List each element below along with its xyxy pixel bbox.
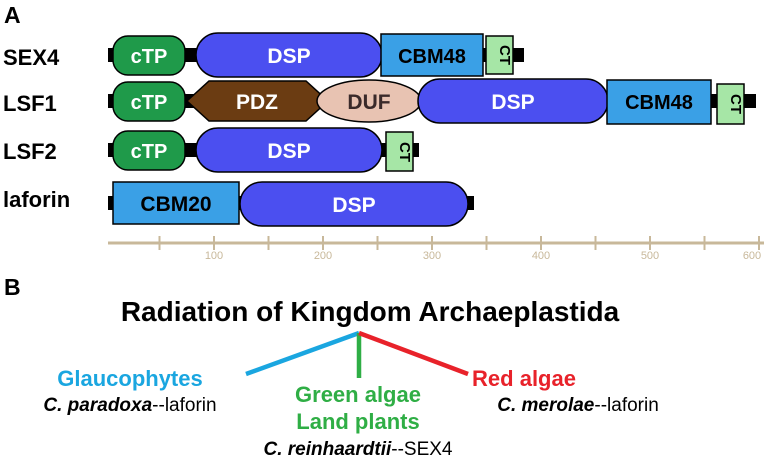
domain-label: DUF <box>347 91 390 114</box>
protein-name: LSF1 <box>3 91 57 116</box>
species-name: C. paradoxa <box>43 395 152 416</box>
domain-label: CBM48 <box>625 92 693 114</box>
branch-heading: Green algae <box>295 382 421 407</box>
domain-cbm48 <box>606 79 712 125</box>
scale-minor-ticks <box>158 236 760 250</box>
domain-dsp <box>239 181 469 227</box>
domain-label: DSP <box>267 45 310 68</box>
domain-ctp <box>112 130 186 171</box>
protein-name: laforin <box>3 187 70 212</box>
tree-title: Radiation of Kingdom Archaeplastida <box>121 296 620 327</box>
scale-tick-label: 100 <box>205 250 223 262</box>
domain-label: cTP <box>131 92 168 114</box>
domain-label: DSP <box>267 140 310 163</box>
species-name: C. merolae <box>497 395 595 416</box>
scale-tick-label: 600 <box>743 250 761 262</box>
branch-species-line: C. reinhaardtii--SEX4 <box>264 439 453 460</box>
domain-ct <box>385 131 414 172</box>
domain-ctp <box>112 35 186 76</box>
branch-species-line: C. paradoxa--laforin <box>43 395 216 416</box>
protein-name: --laforin <box>152 395 216 416</box>
scale-tick-label: 400 <box>532 250 550 262</box>
domain-label: CBM20 <box>140 193 211 216</box>
domain-label: CBM48 <box>398 46 466 68</box>
protein-name: --laforin <box>594 395 658 416</box>
branch-glaucophytes <box>245 330 360 377</box>
protein-row-laforin: laforin CBM20 DSP <box>3 181 474 227</box>
protein-name: --SEX4 <box>391 439 453 460</box>
domain-label: DSP <box>491 91 534 114</box>
amino-acid-scale: 100 200 300 400 500 600 <box>108 236 764 262</box>
scale-tick-label: 300 <box>423 250 441 262</box>
domain-label: cTP <box>131 141 168 163</box>
domain-ct <box>716 83 745 125</box>
radiation-tree: Glaucophytes C. paradoxa--laforin Green … <box>43 330 659 460</box>
protein-name: SEX4 <box>3 45 60 70</box>
protein-name: LSF2 <box>3 139 57 164</box>
domain-label: CT <box>727 94 744 114</box>
domain-label: cTP <box>131 46 168 68</box>
branch-red-algae <box>358 330 469 377</box>
panel-b-letter: B <box>4 274 21 300</box>
domain-cbm20 <box>112 181 240 225</box>
protein-row-lsf1: LSF1 cTP PDZ DUF DSP CBM48 CT <box>3 78 756 125</box>
protein-row-lsf2: LSF2 cTP DSP CT <box>3 127 419 173</box>
branch-heading-2: Land plants <box>296 409 419 434</box>
domain-label: DSP <box>332 194 375 217</box>
scale-tick-label: 500 <box>641 250 659 262</box>
domain-cbm48 <box>380 33 484 77</box>
domain-ct <box>485 35 514 75</box>
domain-ctp <box>112 81 186 122</box>
scale-tick-label: 200 <box>314 250 332 262</box>
domain-label: CT <box>496 45 513 65</box>
domain-label: CT <box>396 142 413 162</box>
species-name: C. reinhaardtii <box>264 439 392 460</box>
protein-row-sex4: SEX4 cTP DSP CBM48 CT <box>3 32 524 78</box>
branch-heading: Glaucophytes <box>57 366 202 391</box>
branch-species-line: C. merolae--laforin <box>497 395 659 416</box>
panel-a-letter: A <box>4 2 21 28</box>
domain-dsp <box>195 127 383 173</box>
branch-heading: Red algae <box>472 366 576 391</box>
domain-label: PDZ <box>236 91 278 114</box>
